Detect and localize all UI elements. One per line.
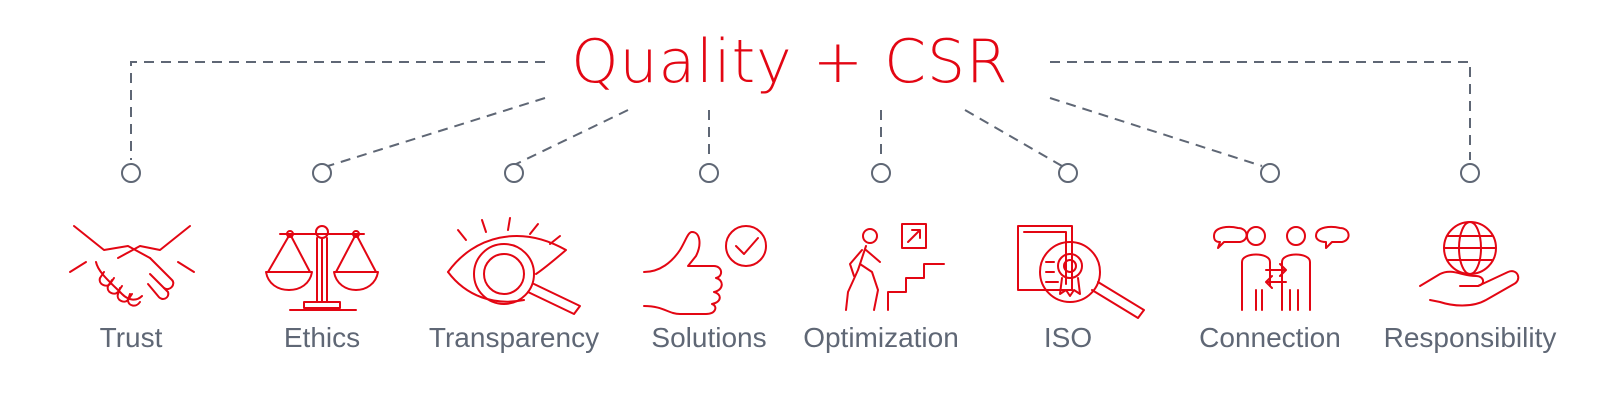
label-trust: Trust bbox=[99, 322, 163, 353]
node-responsibility bbox=[1460, 163, 1480, 183]
connector-transparency bbox=[511, 109, 629, 167]
node-optimization bbox=[871, 163, 891, 183]
thumbs-up-check-icon bbox=[643, 225, 767, 315]
connector-iso bbox=[964, 109, 1063, 167]
label-ethics: Ethics bbox=[283, 322, 361, 353]
certificate-magnifier-icon bbox=[1017, 225, 1145, 319]
label-solutions: Solutions bbox=[651, 322, 767, 353]
connector-connection bbox=[1049, 97, 1263, 167]
handshake-icon bbox=[69, 225, 195, 307]
page-title: Quality + CSR bbox=[571, 27, 1009, 97]
label-optimization: Optimization bbox=[803, 322, 959, 353]
globe-hand-icon bbox=[1419, 221, 1520, 307]
label-transparency: Transparency bbox=[428, 322, 600, 353]
connector-trust bbox=[130, 61, 545, 160]
node-connection bbox=[1260, 163, 1280, 183]
label-connection: Connection bbox=[1199, 322, 1341, 353]
node-ethics bbox=[312, 163, 332, 183]
connector-responsibility bbox=[1050, 61, 1471, 160]
node-trust bbox=[121, 163, 141, 183]
node-solutions bbox=[699, 163, 719, 183]
label-responsibility: Responsibility bbox=[1383, 322, 1557, 353]
node-iso bbox=[1058, 163, 1078, 183]
label-iso: ISO bbox=[1043, 322, 1093, 353]
connector-ethics bbox=[327, 97, 546, 167]
node-transparency bbox=[504, 163, 524, 183]
eye-magnifier-icon bbox=[447, 217, 581, 315]
stairs-climb-icon bbox=[845, 223, 945, 311]
scales-icon bbox=[265, 225, 379, 311]
people-exchange-icon bbox=[1213, 226, 1350, 311]
